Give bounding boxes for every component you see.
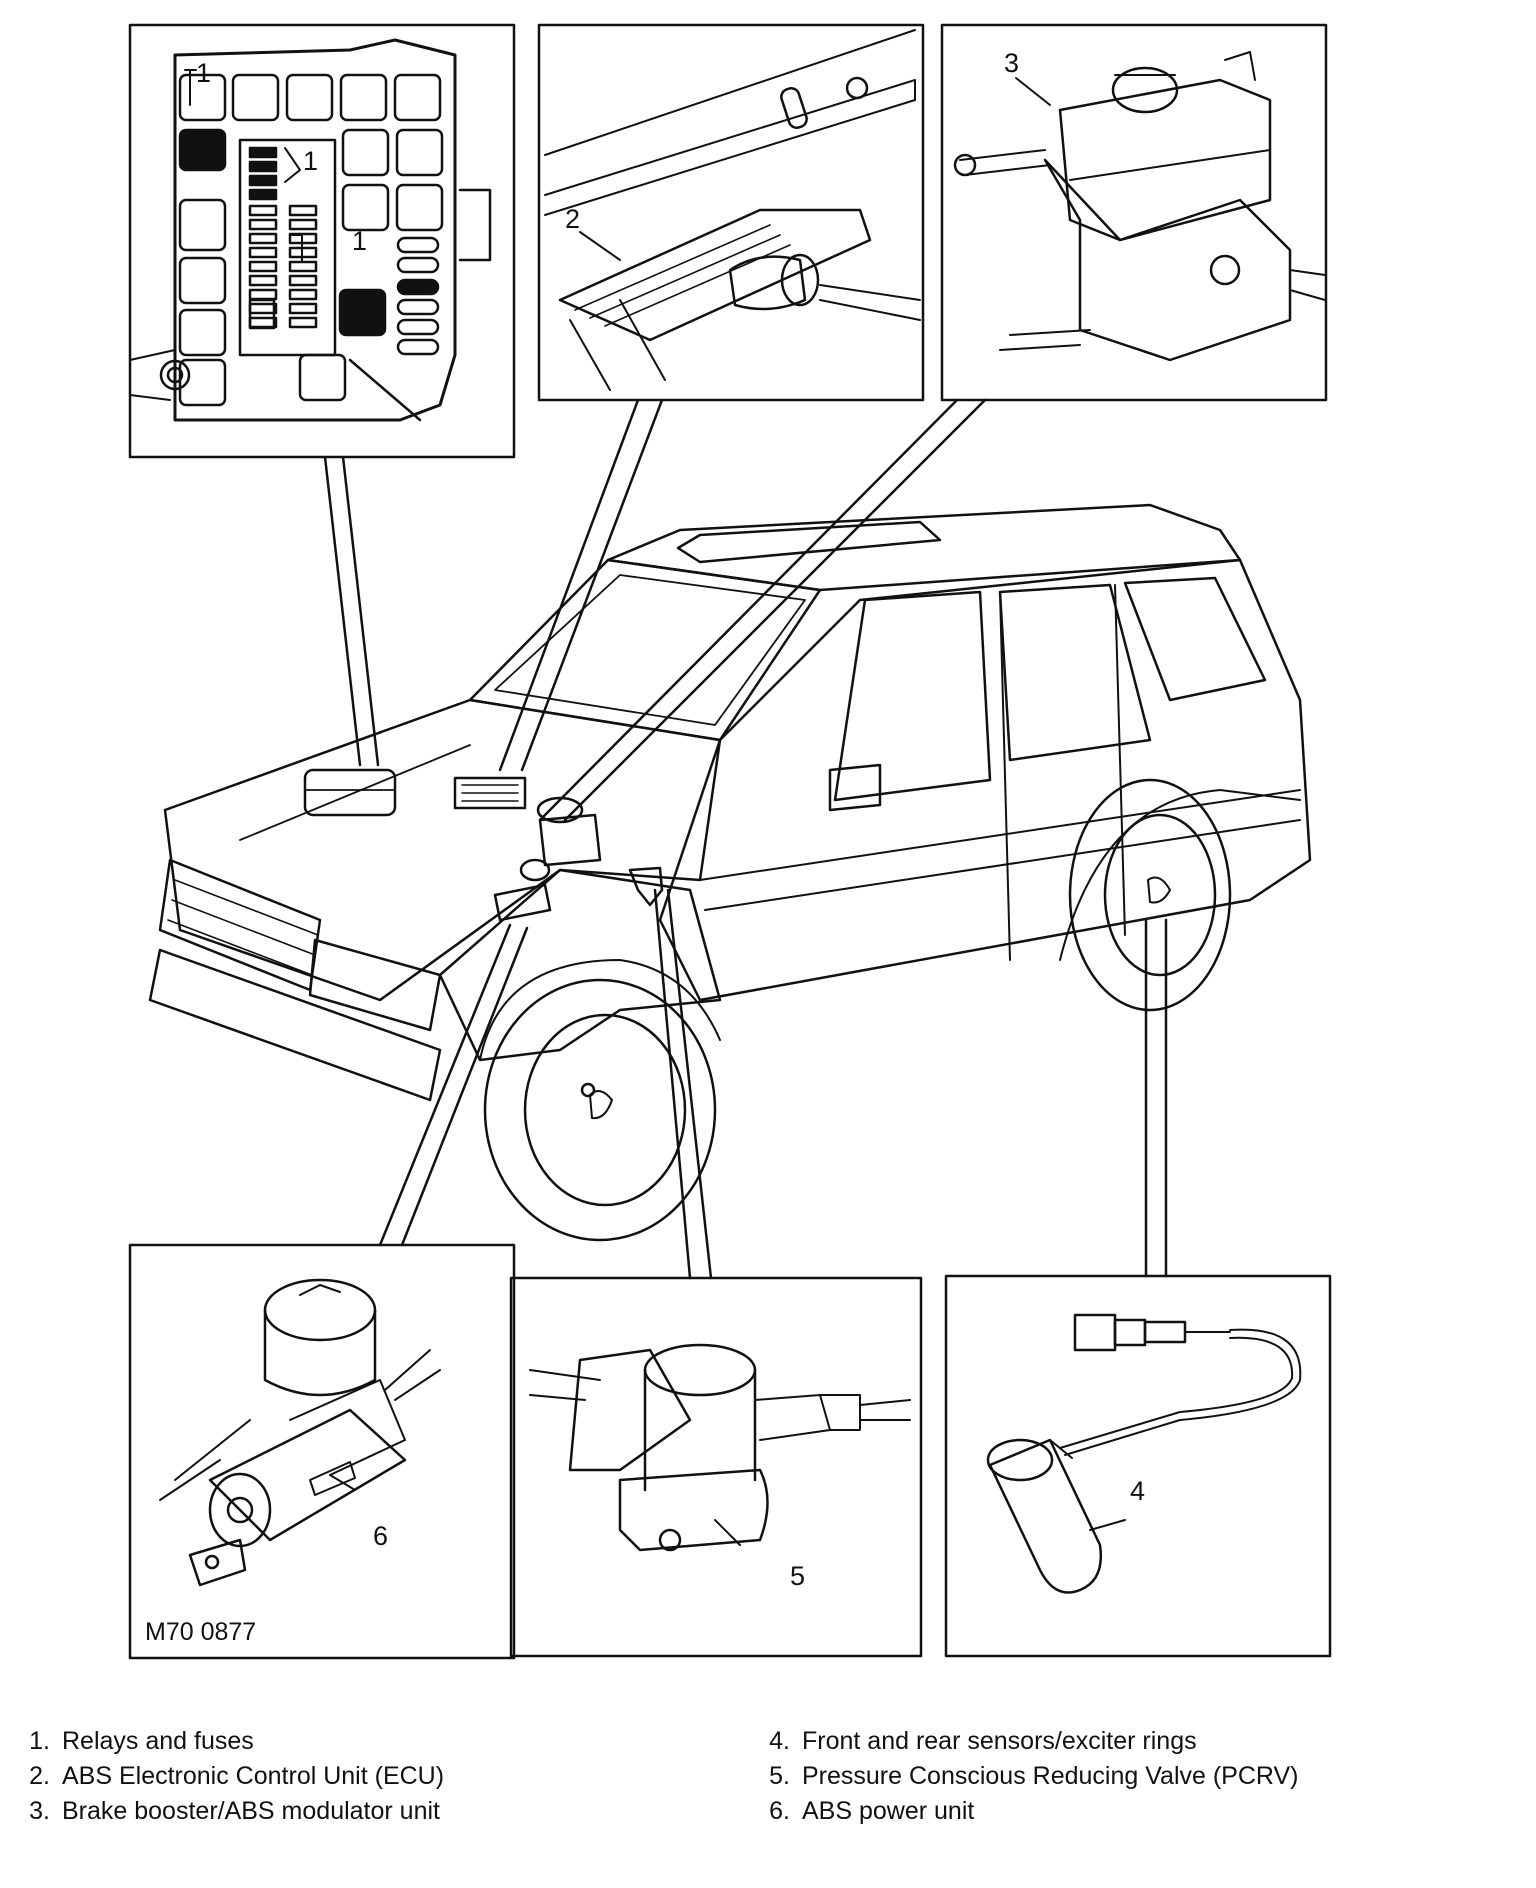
legend-item: 4.Front and rear sensors/exciter rings <box>769 1727 1197 1755</box>
fuse-box-on-vehicle <box>303 768 397 817</box>
legend-item: 1.Relays and fuses <box>29 1727 254 1755</box>
panel-abs-power-unit <box>128 1243 516 1660</box>
relay-column-left <box>178 73 227 407</box>
panel-relays-fuses <box>128 23 516 459</box>
reservoir <box>1058 78 1272 242</box>
body-side <box>658 558 1312 1002</box>
leader-booster-b <box>563 398 987 822</box>
vehicle-roof <box>606 503 1242 592</box>
leader-pcrv <box>653 888 692 1280</box>
fuse-block <box>238 138 337 357</box>
power-unit-on-vehicle <box>493 883 552 922</box>
legend-item: 3.Brake booster/ABS modulator unit <box>29 1797 440 1825</box>
legend-item: 2.ABS Electronic Control Unit (ECU) <box>29 1762 445 1790</box>
callout-pointers <box>329 77 1126 1546</box>
fuse-box-fixing <box>159 359 191 391</box>
callout-relays-b: 1 <box>303 146 318 176</box>
sensor-body <box>988 1438 1103 1594</box>
callout-relays: 1 <box>196 58 211 88</box>
legend-item: 5.Pressure Conscious Reducing Valve (PCR… <box>769 1762 1299 1790</box>
callout-pcrv: 5 <box>790 1561 805 1591</box>
callout-power-unit: 6 <box>373 1521 388 1551</box>
leader-relays <box>323 455 362 767</box>
leader-relays-b <box>341 455 380 767</box>
figure-reference: M70 0877 <box>145 1618 256 1646</box>
front-side-window <box>833 590 992 802</box>
legend-right: 4.Front and rear sensors/exciter rings 5… <box>750 1724 1299 1829</box>
sunroof <box>676 520 942 564</box>
panel-brake-booster <box>940 23 1328 402</box>
pcrv-body <box>568 1348 692 1472</box>
legend-item: 6.ABS power unit <box>769 1797 975 1825</box>
leader-lines <box>323 398 1168 1280</box>
ecu-connector <box>728 255 807 311</box>
rear-side-window <box>998 583 1152 762</box>
fuse-box-outline <box>173 38 457 422</box>
leader-pcrv-b <box>666 888 713 1280</box>
leader-power-b <box>400 926 529 1247</box>
leader-ecu-b <box>520 398 664 772</box>
pump-motor <box>208 1408 407 1542</box>
front-wheel <box>483 978 717 1242</box>
relay-column-right <box>338 128 444 356</box>
callout-sensor: 4 <box>1130 1476 1145 1506</box>
front-bumper <box>148 948 442 1102</box>
legend-left: 1.Relays and fuses 2.ABS Electronic Cont… <box>10 1724 444 1829</box>
modulator-body <box>1043 158 1292 362</box>
sensor-connector <box>1073 1313 1117 1352</box>
leader-booster <box>538 398 959 822</box>
door-mirror <box>828 763 882 812</box>
callout-booster: 3 <box>1004 48 1019 78</box>
panel-pcrv <box>509 1276 923 1658</box>
callout-ecu: 2 <box>565 204 580 234</box>
front-fender <box>438 868 722 1062</box>
rear-wheel <box>1068 778 1232 1012</box>
quarter-window <box>1123 576 1267 702</box>
booster-on-vehicle <box>538 813 602 867</box>
headlamp <box>308 938 442 1032</box>
panel-wheel-sensor <box>944 1274 1332 1658</box>
pcrv-on-vehicle <box>628 866 664 907</box>
bonnet <box>163 698 722 1002</box>
leader-power <box>378 923 512 1247</box>
leader-ecu <box>498 398 640 772</box>
relay-row-top <box>231 73 442 122</box>
callout-relays-c: 1 <box>352 226 367 256</box>
panel-abs-ecu <box>537 23 925 402</box>
vehicle-drawing <box>148 503 1312 1242</box>
